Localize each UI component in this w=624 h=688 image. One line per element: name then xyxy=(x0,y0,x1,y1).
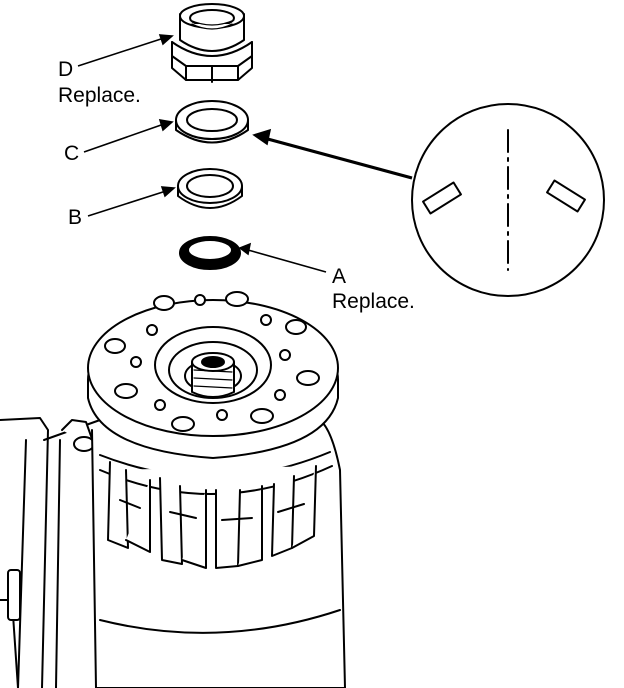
leader-c xyxy=(83,123,165,153)
leader-a xyxy=(247,249,327,273)
washer-c xyxy=(175,100,249,144)
detail-pointer xyxy=(263,136,413,180)
washer-b xyxy=(177,168,243,209)
leader-b xyxy=(87,190,167,217)
label-c-letter: C xyxy=(64,142,80,165)
leader-d xyxy=(77,37,165,67)
detail-pointer-arrowhead xyxy=(252,128,272,146)
lock-nut-d xyxy=(171,3,253,83)
seal-ring-a xyxy=(179,236,241,270)
drive-flange xyxy=(87,291,339,459)
arrowhead-c xyxy=(158,118,174,132)
arrowhead-a xyxy=(238,242,252,256)
label-a-note: Replace. xyxy=(332,290,415,313)
arrowhead-b xyxy=(160,186,176,198)
label-b-letter: B xyxy=(68,206,83,229)
label-d-note: Replace. xyxy=(58,84,141,107)
label-d-letter: D xyxy=(58,58,74,81)
arrowhead-d xyxy=(158,34,174,46)
output-shaft xyxy=(191,352,235,398)
label-a-letter: A xyxy=(332,265,347,288)
detail-magnifier xyxy=(411,103,605,297)
transmission-case xyxy=(0,417,346,688)
